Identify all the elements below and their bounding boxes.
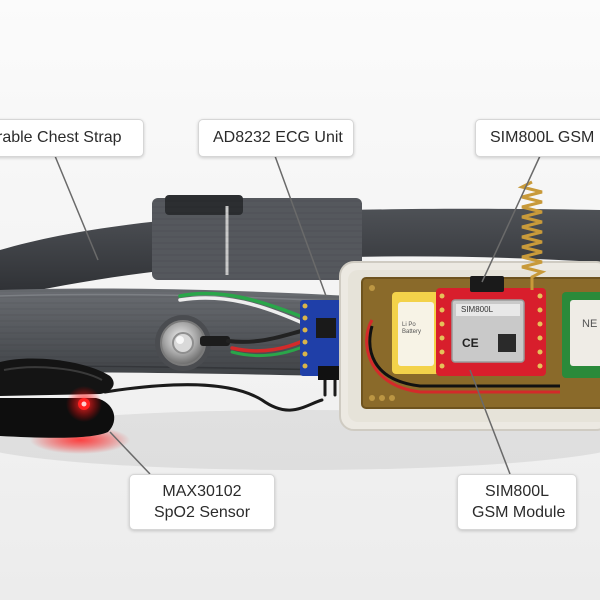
label-chest-strap-text: rable Chest Strap [0, 129, 122, 146]
battery-text: Li Po Battery [402, 322, 422, 335]
leader-lines [54, 155, 541, 475]
label-ecg-unit: AD8232 ECG Unit [198, 119, 354, 157]
finger-clip-sensor [0, 358, 130, 454]
gps-text: NE [582, 318, 598, 330]
gps-module [562, 292, 600, 378]
electrode-snap [155, 315, 230, 371]
sim800l-board [436, 276, 546, 376]
sim-chip-text: SIM800L [461, 305, 494, 314]
ecg-wires [103, 291, 337, 412]
ce-mark: CE [462, 336, 479, 350]
label-spo2-sensor: MAX30102 SpO2 Sensor [129, 474, 275, 530]
label-gsm-module-line1: SIM800L [484, 483, 550, 500]
label-gsm-top: SIM800L GSM I [475, 119, 600, 157]
label-gsm-top-text: SIM800L GSM I [490, 129, 600, 146]
label-spo2-line2: SpO2 Sensor [153, 504, 251, 521]
label-ecg-unit-text: AD8232 ECG Unit [213, 129, 343, 146]
label-spo2-line1: MAX30102 [162, 483, 242, 500]
label-gsm-module-line2: GSM Module [472, 504, 566, 521]
label-chest-strap: rable Chest Strap [0, 119, 144, 157]
lipo-battery [392, 292, 440, 374]
label-gsm-module: SIM800L GSM Module [457, 474, 577, 530]
antenna-spring [517, 180, 547, 290]
